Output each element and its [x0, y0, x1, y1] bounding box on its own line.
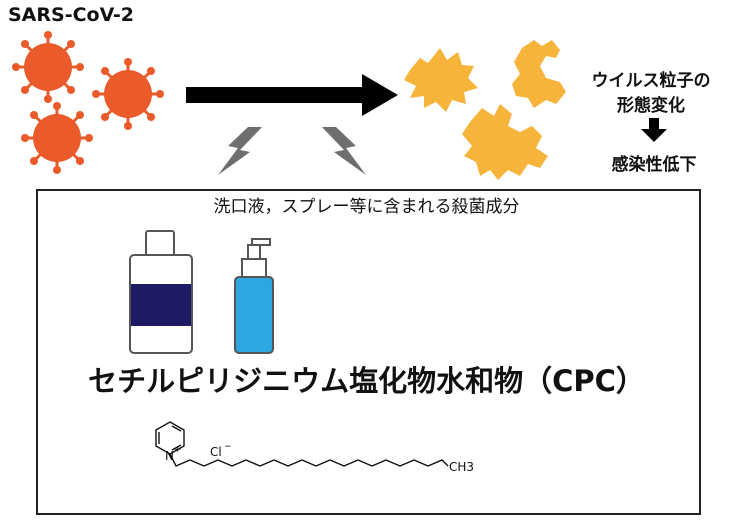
deformed-virus-icon	[462, 104, 548, 180]
nitrogen-label: N	[165, 449, 174, 463]
lightning-icon	[218, 127, 262, 175]
chloride-label: Cl	[210, 445, 222, 459]
compound-name: セチルピリジニウム塩化物水和物（CPC）	[88, 364, 645, 398]
bottle-icon	[129, 230, 193, 354]
arrow-right-icon	[186, 74, 398, 116]
virus-icon	[10, 29, 86, 105]
deformed-virus-icon	[512, 40, 566, 108]
cpc-info-box	[36, 189, 701, 515]
spray-bottle-icon	[234, 238, 274, 354]
virus-name-label: SARS-CoV-2	[8, 4, 135, 26]
result-line-1: ウイルス粒子の	[591, 71, 711, 91]
result-line-3: 感染性低下	[611, 155, 697, 175]
positive-charge: +	[174, 445, 182, 455]
structural-formula	[155, 421, 449, 467]
methyl-label: CH3	[449, 460, 474, 474]
negative-charge: −	[224, 442, 232, 452]
virus-icon	[19, 100, 95, 176]
deformed-virus-icon	[404, 48, 478, 112]
virus-icon	[90, 56, 166, 132]
lightning-icon	[322, 127, 366, 175]
result-line-2: 形態変化	[617, 96, 685, 116]
arrow-down-icon	[641, 118, 667, 142]
box-caption: 洗口液，スプレー等に含まれる殺菌成分	[213, 197, 520, 217]
